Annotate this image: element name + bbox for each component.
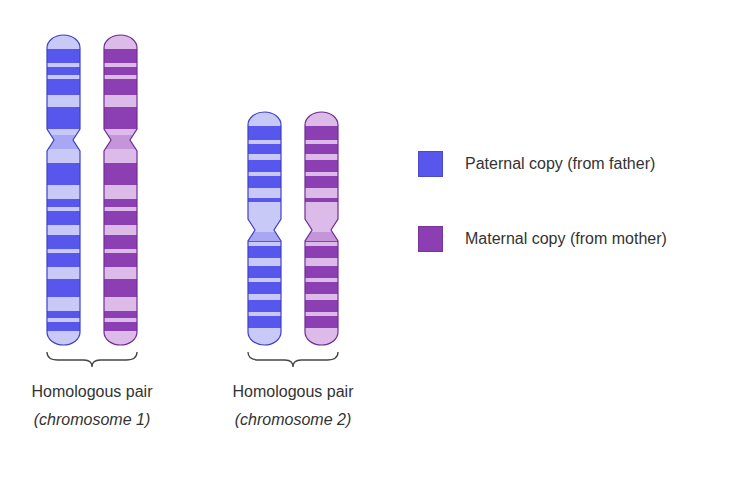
chromosome-band <box>47 207 80 211</box>
chromosome-band <box>104 63 137 67</box>
chromosome-outline <box>104 35 137 345</box>
chromosome-band <box>47 63 80 67</box>
bracket <box>47 352 137 367</box>
chromosome-band <box>305 258 338 266</box>
chromosome-band <box>104 267 137 279</box>
legend-text: Maternal copy (from mother) <box>465 229 667 249</box>
chromosome-band <box>47 185 80 199</box>
chromosome-band <box>47 75 80 79</box>
chromosome-band <box>305 242 338 246</box>
chromosome-band <box>47 331 80 345</box>
chromosome-band <box>47 35 80 49</box>
chromosome-band <box>104 75 137 79</box>
chromosome-band <box>248 312 281 316</box>
chromosome-band <box>305 172 338 176</box>
chromosome-band <box>248 294 281 300</box>
legend-swatch <box>418 151 443 177</box>
chromosome-band <box>104 225 137 235</box>
chromosome <box>104 35 137 345</box>
chromosome-band <box>248 328 281 345</box>
pair-label: (chromosome 1) <box>0 410 192 430</box>
chromosome-outline <box>248 112 281 345</box>
chromosome-band <box>104 249 137 253</box>
chromosome-band <box>104 35 137 49</box>
bracket <box>248 352 338 367</box>
chromosome-band <box>248 112 281 126</box>
chromosome-band <box>104 185 137 199</box>
chromosome-band <box>248 140 281 144</box>
chromosome <box>47 35 80 345</box>
pair-label: (chromosome 2) <box>193 410 393 430</box>
chromosome-band <box>47 149 80 163</box>
chromosome-band <box>248 154 281 160</box>
chromosome-band <box>305 154 338 160</box>
chromosome <box>305 112 338 345</box>
chromosome-band <box>47 225 80 235</box>
chromosome-band <box>248 188 281 198</box>
chromosome-outline <box>305 112 338 345</box>
chromosome-band <box>305 278 338 282</box>
legend-swatch <box>418 226 443 252</box>
chromosome-band <box>104 207 137 211</box>
chromosome-band <box>248 242 281 246</box>
chromosome-band <box>47 318 80 322</box>
chromosome-band <box>305 312 338 316</box>
chromosome-band <box>47 297 80 311</box>
chromosome-band <box>47 249 80 253</box>
chromosome-band <box>305 188 338 198</box>
chromosome-band <box>248 172 281 176</box>
chromosome-band <box>104 331 137 345</box>
chromosome-outline <box>47 35 80 345</box>
chromosome-band <box>104 318 137 322</box>
chromosome-band <box>305 112 338 126</box>
chromosome-band <box>104 149 137 163</box>
chromosome-band <box>248 258 281 266</box>
chromosome-band <box>305 294 338 300</box>
chromosome <box>248 112 281 345</box>
chromosome-band <box>104 95 137 107</box>
chromosome-band <box>104 297 137 311</box>
pair-label: Homologous pair <box>0 382 192 402</box>
chromosome-band <box>305 140 338 144</box>
pair-label: Homologous pair <box>193 382 393 402</box>
chromosome-band <box>305 328 338 345</box>
legend-text: Paternal copy (from father) <box>465 154 655 174</box>
chromosome-band <box>248 278 281 282</box>
chromosome-band <box>47 95 80 107</box>
chromosome-band <box>47 267 80 279</box>
